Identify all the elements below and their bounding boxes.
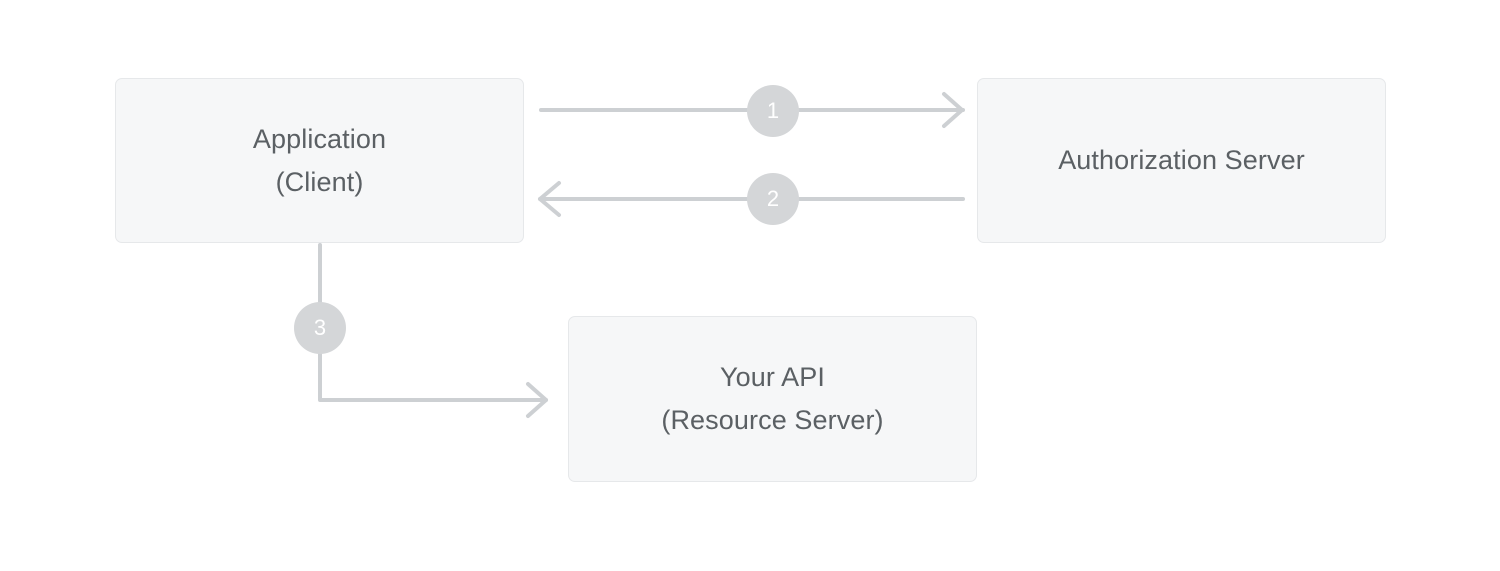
arrow-step-2-head-icon: [538, 181, 561, 217]
node-your-api-label: Your API (Resource Server): [661, 362, 884, 435]
arrow-step-3-head-icon: [526, 382, 548, 418]
step-badge-1-number: 1: [766, 98, 780, 123]
step-badge-2[interactable]: 2: [747, 173, 799, 225]
step-badge-3-number: 3: [313, 315, 327, 340]
step-badge-2-number: 2: [766, 186, 780, 211]
arrow-step-3-line: [318, 243, 548, 402]
node-application-label: Application (Client): [252, 123, 387, 197]
node-application[interactable]: Application (Client): [115, 78, 524, 243]
node-authorization-server[interactable]: Authorization Server: [977, 78, 1386, 243]
step-badge-1[interactable]: 1: [747, 85, 799, 137]
node-authorization-server-label: Authorization Server: [1058, 145, 1305, 175]
arrow-step-1-head-icon: [942, 92, 964, 128]
step-badge-3[interactable]: 3: [294, 302, 346, 354]
node-your-api[interactable]: Your API (Resource Server): [568, 316, 977, 482]
